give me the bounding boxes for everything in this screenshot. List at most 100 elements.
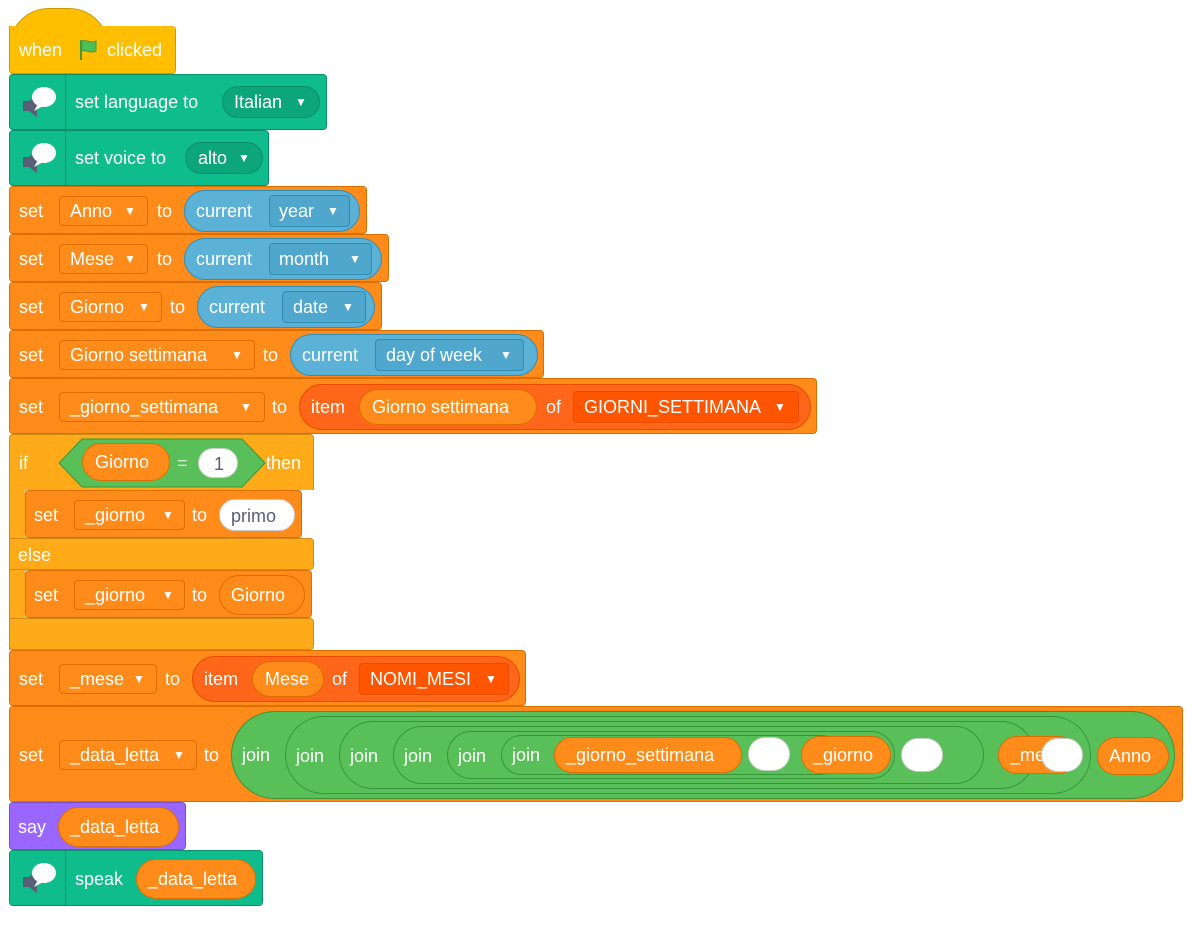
join-block-3[interactable]: join join join join _giorno_settimana: [339, 721, 1078, 789]
if-label: if: [19, 453, 28, 473]
list-name: NOMI_MESI: [370, 669, 472, 689]
current-field-value: month: [279, 249, 330, 269]
text-input-space[interactable]: [748, 737, 790, 771]
dropdown-arrow-icon: ▼: [240, 400, 252, 414]
item-of-list-reporter[interactable]: item Mese of NOMI_MESI ▼: [192, 656, 520, 702]
variable-name: _giorno_settimana: [70, 397, 219, 417]
variable-reporter-giorno-settimana[interactable]: _giorno_settimana: [554, 737, 742, 773]
to-label: to: [192, 505, 208, 525]
to-label: to: [192, 585, 208, 605]
set-data-letta-block[interactable]: set _data_letta ▼ to join join join join…: [9, 706, 1183, 802]
dropdown-arrow-icon: ▼: [327, 204, 339, 218]
set-mese-item-block[interactable]: set _mese ▼ to item Mese of NOMI_MESI ▼: [9, 650, 526, 706]
text-input-space[interactable]: [901, 738, 943, 772]
current-field-dropdown[interactable]: month ▼: [269, 243, 372, 275]
set-language-block[interactable]: set language to Italian ▼: [9, 74, 327, 130]
variable-name: _mese: [70, 669, 125, 689]
to-label: to: [165, 669, 181, 689]
dropdown-arrow-icon: ▼: [124, 252, 136, 266]
variable-reporter-data-letta[interactable]: _data_letta: [58, 807, 179, 847]
when-flag-clicked-block[interactable]: when clicked: [9, 26, 176, 74]
current-day-of-week-reporter[interactable]: current day of week ▼: [290, 334, 538, 376]
variable-dropdown-giorno-settimana-2[interactable]: _giorno_settimana ▼: [59, 392, 265, 422]
dropdown-arrow-icon: ▼: [295, 95, 307, 109]
join-block-5[interactable]: join join _giorno_settimana _giorno: [447, 731, 895, 779]
variable-dropdown-anno[interactable]: Anno ▼: [59, 196, 148, 226]
variable-dropdown-data-letta[interactable]: _data_letta ▼: [59, 740, 197, 770]
to-label: to: [170, 297, 186, 317]
join-block-1[interactable]: join join join join join join _giorno_se…: [231, 711, 1175, 799]
voice-dropdown[interactable]: alto ▼: [185, 142, 263, 174]
set-label: set: [19, 297, 44, 317]
current-field-dropdown[interactable]: day of week ▼: [375, 339, 524, 371]
to-label: to: [157, 201, 173, 221]
say-label: say: [18, 817, 47, 837]
variable-reporter-data-letta[interactable]: _data_letta: [136, 859, 256, 899]
set-anno-block[interactable]: set Anno ▼ to current year ▼: [9, 186, 367, 234]
variable-reporter[interactable]: Giorno settimana: [359, 389, 537, 425]
variable-dropdown-giorno-settimana[interactable]: Giorno settimana ▼: [59, 340, 255, 370]
list-dropdown[interactable]: NOMI_MESI ▼: [359, 663, 509, 695]
to-label: to: [263, 345, 279, 365]
variable-dropdown-giorno[interactable]: Giorno ▼: [59, 292, 162, 322]
to-label: to: [204, 745, 220, 765]
dropdown-arrow-icon: ▼: [162, 508, 174, 522]
variable-reporter-label: _giorno: [813, 745, 874, 765]
speech-icon: [10, 851, 66, 905]
current-month-reporter[interactable]: current month ▼: [184, 238, 382, 280]
join-block-2[interactable]: join join join join join _giorno_settima…: [285, 716, 1091, 794]
current-date-reporter[interactable]: current date ▼: [197, 286, 375, 328]
if-else-bottom: [9, 618, 314, 650]
set-label: set: [34, 585, 59, 605]
current-field-value: date: [293, 297, 329, 317]
current-field-dropdown[interactable]: date ▼: [282, 291, 366, 323]
set-language-label: set language to: [75, 92, 199, 112]
speak-block[interactable]: speak _data_letta: [9, 850, 263, 906]
list-dropdown[interactable]: GIORNI_SETTIMANA ▼: [573, 391, 799, 423]
join-block-6[interactable]: join _giorno_settimana: [501, 735, 841, 775]
dropdown-arrow-icon: ▼: [162, 588, 174, 602]
current-year-reporter[interactable]: current year ▼: [184, 190, 360, 232]
variable-reporter-giorno[interactable]: Giorno: [219, 575, 305, 615]
dropdown-arrow-icon: ▼: [485, 672, 497, 686]
variable-reporter-label: Giorno: [95, 452, 150, 472]
set-giorno-primo-block[interactable]: set _giorno ▼ to primo: [25, 490, 302, 538]
dropdown-arrow-icon: ▼: [133, 672, 145, 686]
set-voice-block[interactable]: set voice to alto ▼: [9, 130, 269, 186]
variable-dropdown-giorno-private[interactable]: _giorno ▼: [74, 580, 185, 610]
current-label: current: [196, 201, 253, 221]
variable-dropdown-mese[interactable]: Mese ▼: [59, 244, 148, 274]
variable-reporter-giorno[interactable]: _giorno: [801, 736, 891, 774]
join-label: join: [350, 746, 379, 766]
set-giorno-value-block[interactable]: set _giorno ▼ to Giorno: [25, 570, 312, 618]
current-field-dropdown[interactable]: year ▼: [269, 195, 350, 227]
language-dropdown[interactable]: Italian ▼: [222, 86, 320, 118]
text-input-space[interactable]: [1041, 738, 1083, 772]
current-field-value: year: [279, 201, 315, 221]
if-else-block[interactable]: if Giorno = 1 then: [9, 434, 314, 490]
join-block-4[interactable]: join join join _giorno_settimana _giorno: [393, 726, 984, 784]
set-mese-block[interactable]: set Mese ▼ to current month ▼: [9, 234, 389, 282]
variable-reporter-giorno[interactable]: Giorno: [82, 443, 170, 481]
variable-name: Giorno: [70, 297, 125, 317]
item-of-list-reporter[interactable]: item Giorno settimana of GIORNI_SETTIMAN…: [299, 384, 811, 430]
dropdown-arrow-icon: ▼: [342, 300, 354, 314]
variable-dropdown-giorno-private[interactable]: _giorno ▼: [74, 500, 185, 530]
language-value: Italian: [234, 92, 283, 112]
join-label: join: [458, 746, 487, 766]
item-label: item: [204, 669, 239, 689]
variable-reporter-anno[interactable]: Anno: [1097, 737, 1169, 775]
variable-dropdown-mese-private[interactable]: _mese ▼: [59, 664, 157, 694]
item-label: item: [311, 397, 346, 417]
set-giorno-settimana-item-block[interactable]: set _giorno_settimana ▼ to item Giorno s…: [9, 378, 817, 434]
number-input[interactable]: 1: [198, 448, 238, 478]
text-input[interactable]: primo: [219, 499, 295, 531]
to-label: to: [272, 397, 288, 417]
speak-label: speak: [75, 869, 124, 889]
set-giorno-block[interactable]: set Giorno ▼ to current date ▼: [9, 282, 382, 330]
say-block[interactable]: say _data_letta: [9, 802, 186, 850]
set-label: set: [19, 669, 44, 689]
set-giorno-settimana-block[interactable]: set Giorno settimana ▼ to current day of…: [9, 330, 544, 378]
variable-reporter[interactable]: Mese: [252, 661, 324, 697]
set-label: set: [19, 249, 44, 269]
